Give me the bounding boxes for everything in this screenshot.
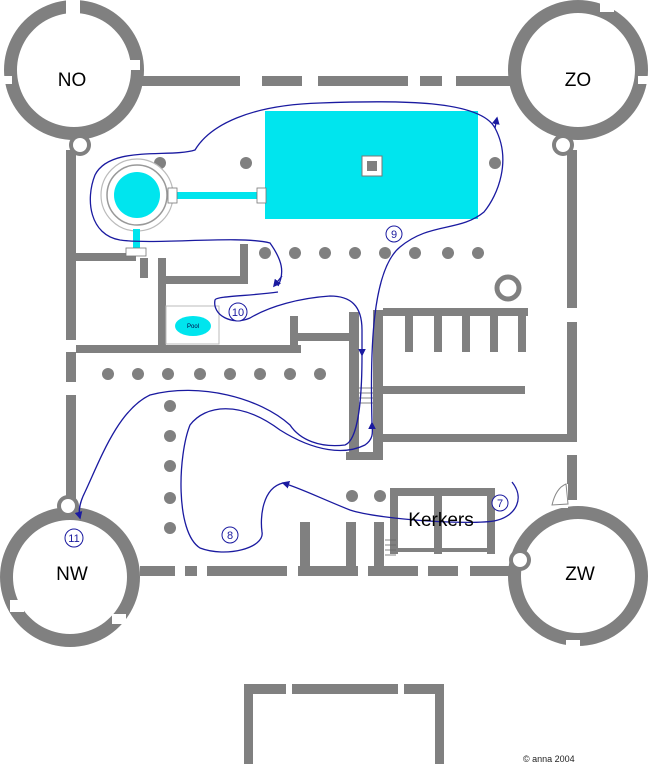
route-marker-7: 7: [491, 494, 509, 512]
tower-nw: [0, 495, 141, 647]
tower-zo: [508, 0, 650, 156]
pillars: [102, 157, 501, 534]
tower-label-nw: NW: [56, 564, 88, 585]
route-marker-8: 8: [221, 526, 239, 544]
tower-no: [0, 0, 145, 156]
route-marker-10: 10: [228, 302, 248, 322]
credit-text: © anna 2004: [523, 754, 575, 764]
route-marker-9: 9: [385, 225, 403, 243]
well: [494, 274, 522, 302]
tower-label-zo: ZO: [565, 70, 591, 91]
svg-text:11: 11: [68, 533, 79, 545]
kerkers-label: Kerkers: [408, 510, 473, 531]
tower-label-zw: ZW: [565, 564, 595, 585]
water-channel: [175, 192, 259, 199]
interior-walls: [76, 244, 568, 572]
small-pool: [175, 316, 211, 336]
route-marker-11: 11: [64, 528, 84, 548]
tour-route: [74, 101, 519, 553]
outer-walls: [66, 76, 577, 576]
pool-label: Pool: [187, 324, 199, 330]
tower-zw: [508, 483, 649, 652]
tower-label-no: NO: [58, 70, 87, 91]
svg-text:9: 9: [391, 229, 397, 241]
svg-text:10: 10: [232, 307, 244, 319]
svg-text:7: 7: [497, 498, 503, 510]
water-features: [100, 111, 478, 345]
svg-text:8: 8: [227, 530, 233, 542]
outbuilding: [244, 684, 444, 764]
